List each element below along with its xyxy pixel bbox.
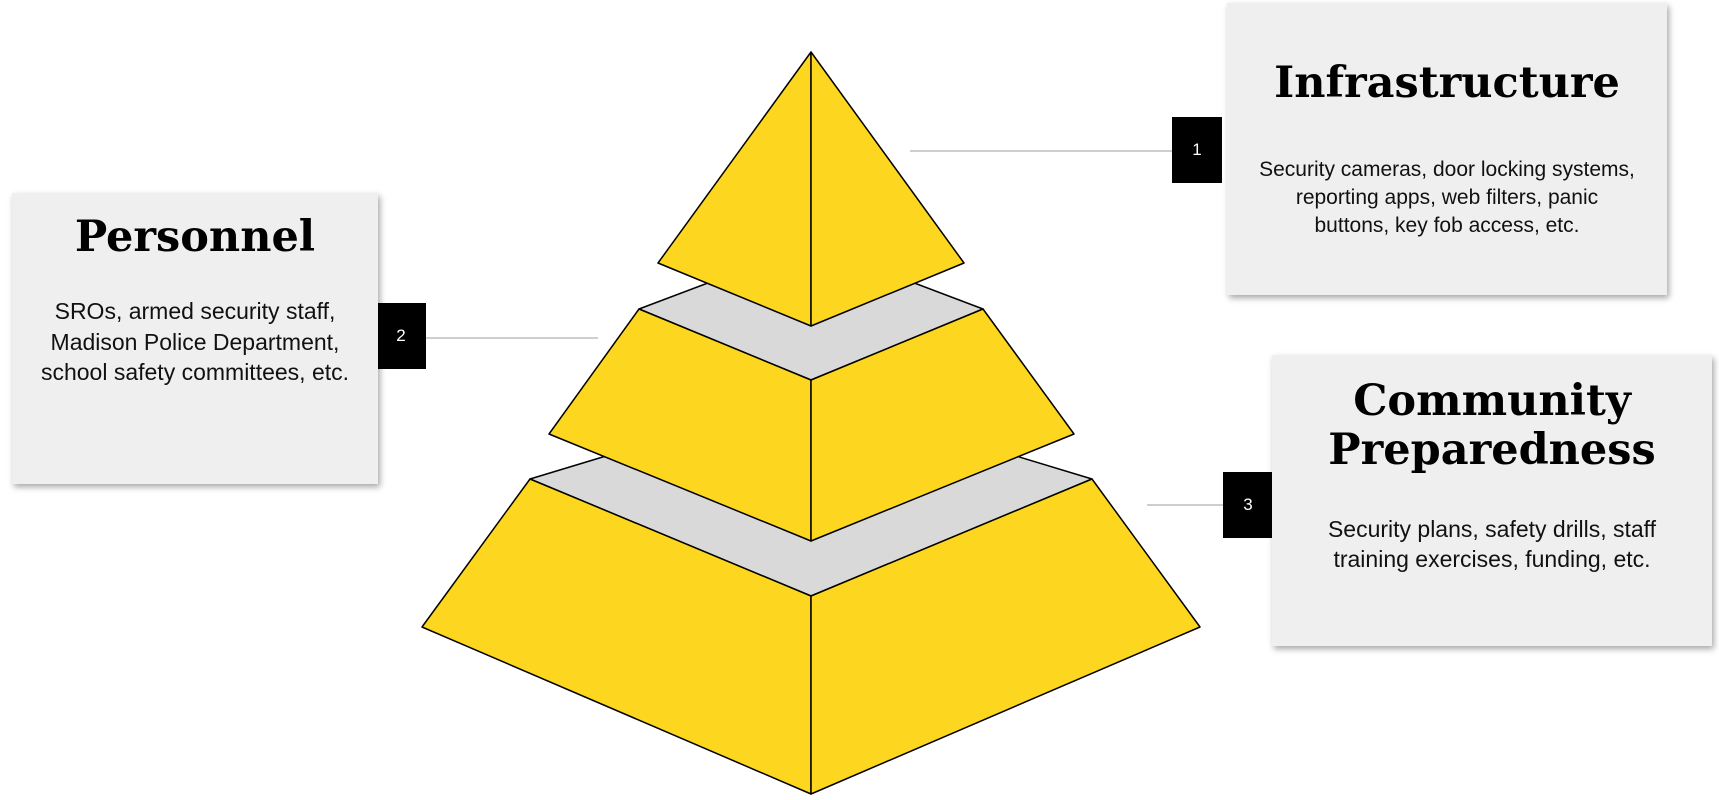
infrastructure-card: Infrastructure Security cameras, door lo… — [1227, 3, 1667, 295]
infrastructure-title: Infrastructure — [1227, 59, 1667, 108]
personnel-title: Personnel — [12, 213, 378, 262]
tier-1-number-badge: 1 — [1172, 117, 1222, 183]
tier-2-number-badge: 2 — [376, 303, 426, 369]
infrastructure-description: Security cameras, door locking systems, … — [1227, 156, 1667, 239]
personnel-description: SROs, armed security staff, Madison Poli… — [12, 296, 378, 387]
tier-1-right-face — [811, 52, 964, 326]
community-preparedness-card: Community Preparedness Security plans, s… — [1272, 355, 1712, 646]
tier-2-number: 2 — [396, 326, 405, 346]
tier-3-number-badge: 3 — [1223, 472, 1273, 538]
personnel-card: Personnel SROs, armed security staff, Ma… — [12, 193, 378, 484]
community-preparedness-description: Security plans, safety drills, staff tra… — [1272, 514, 1712, 575]
community-preparedness-title: Community Preparedness — [1272, 377, 1712, 476]
tier-1-left-face — [658, 52, 811, 326]
tier-3-number: 3 — [1243, 495, 1252, 515]
tier-1-number: 1 — [1192, 140, 1201, 160]
